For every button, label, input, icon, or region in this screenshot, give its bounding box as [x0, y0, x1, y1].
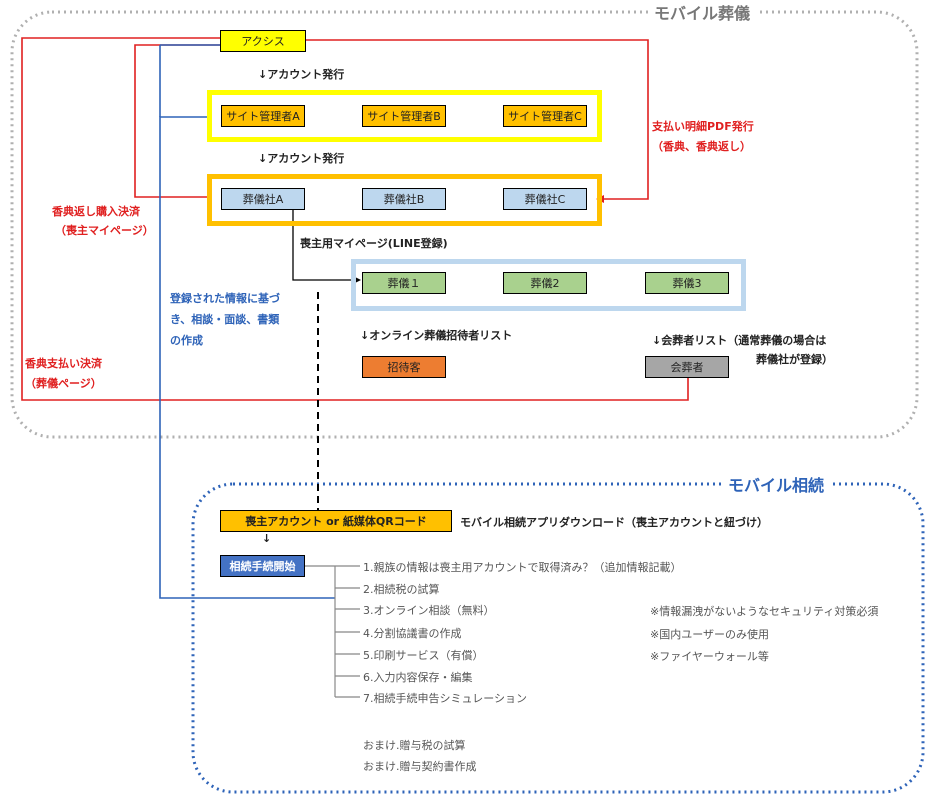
label-pdf-issue-1: 支払い明細PDF発行 — [652, 120, 754, 133]
extra-item: おまけ.贈与税の試算 — [363, 739, 466, 752]
node-company-c[interactable]: 葬儀社C — [503, 188, 587, 210]
koden-payment-line — [21, 37, 689, 401]
label-attendee-list-1: ↓会葬者リスト（通常葬儀の場合は — [652, 334, 827, 347]
note-item: ※情報漏洩がないようなセキュリティ対策必須 — [650, 605, 879, 618]
node-admin-c[interactable]: サイト管理者C — [503, 105, 587, 127]
step-item: 3.オンライン相談（無料） — [363, 604, 495, 617]
node-funeral-3[interactable]: 葬儀3 — [645, 272, 729, 294]
step-item: 1.親族の情報は喪主用アカウントで取得済み？（追加情報記載） — [363, 561, 682, 574]
inherit-region-title: モバイル相続 — [722, 472, 831, 496]
extra-item: おまけ.贈与契約書作成 — [363, 760, 477, 773]
inherit-region-border — [191, 482, 925, 794]
node-invitee[interactable]: 招待客 — [362, 356, 446, 378]
label-mourner-mypage: 喪主用マイページ(LINE登録) — [300, 237, 448, 250]
step-item: 7.相続手続申告シミュレーション — [363, 692, 528, 705]
label-attendee-list-2: 葬儀社が登録） — [756, 353, 833, 366]
node-funeral-1[interactable]: 葬儀１ — [362, 272, 446, 294]
note-item: ※国内ユーザーのみ使用 — [650, 628, 769, 641]
label-app-download: モバイル相続アプリダウンロード（喪主アカウントと紐づけ） — [460, 516, 768, 529]
label-registered-info-1: 登録された情報に基づ — [170, 292, 280, 305]
label-online-invitee-list: ↓オンライン葬儀招待者リスト — [360, 329, 513, 342]
node-axis[interactable]: アクシス — [220, 30, 306, 52]
node-company-a[interactable]: 葬儀社A — [221, 188, 305, 210]
mypage-line — [292, 208, 353, 281]
group-site-admins — [207, 90, 602, 142]
group-funerals — [351, 259, 746, 311]
node-admin-b[interactable]: サイト管理者B — [362, 105, 446, 127]
pdf-issue-line — [306, 39, 649, 200]
step-item: 4.分割協議書の作成 — [363, 627, 462, 640]
label-return-gift-2: （喪主マイページ） — [55, 224, 154, 237]
label-account-issue-1: ↓アカウント発行 — [258, 68, 345, 81]
node-company-b[interactable]: 葬儀社B — [362, 188, 446, 210]
label-koden-1: 香典支払い決済 — [25, 357, 102, 370]
label-pdf-issue-2: （香典、香典返し） — [652, 140, 751, 153]
label-account-issue-2: ↓アカウント発行 — [258, 152, 345, 165]
registered-info-line — [159, 116, 335, 599]
step-item: 6.入力内容保存・編集 — [363, 671, 473, 684]
step-item: 5.印刷サービス（有償） — [363, 649, 484, 662]
label-down-arrow: ↓ — [262, 532, 272, 545]
label-return-gift-1: 香典返し購入決済 — [52, 205, 140, 218]
node-qr-code[interactable]: 喪主アカウント or 紙媒体QRコード — [220, 510, 452, 532]
note-item: ※ファイヤーウォール等 — [650, 650, 769, 663]
node-procedure-start[interactable]: 相続手続開始 — [220, 555, 305, 577]
node-attendee[interactable]: 会葬者 — [645, 356, 729, 378]
label-registered-info-3: の作成 — [170, 334, 203, 347]
node-funeral-2[interactable]: 葬儀2 — [503, 272, 587, 294]
funeral-region-title: モバイル葬儀 — [648, 0, 757, 24]
group-funeral-companies — [207, 174, 602, 226]
label-koden-2: （葬儀ページ） — [25, 377, 102, 390]
label-registered-info-2: き、相談・面談、書類 — [170, 313, 280, 326]
step-item: 2.相続税の試算 — [363, 583, 440, 596]
node-admin-a[interactable]: サイト管理者A — [221, 105, 305, 127]
